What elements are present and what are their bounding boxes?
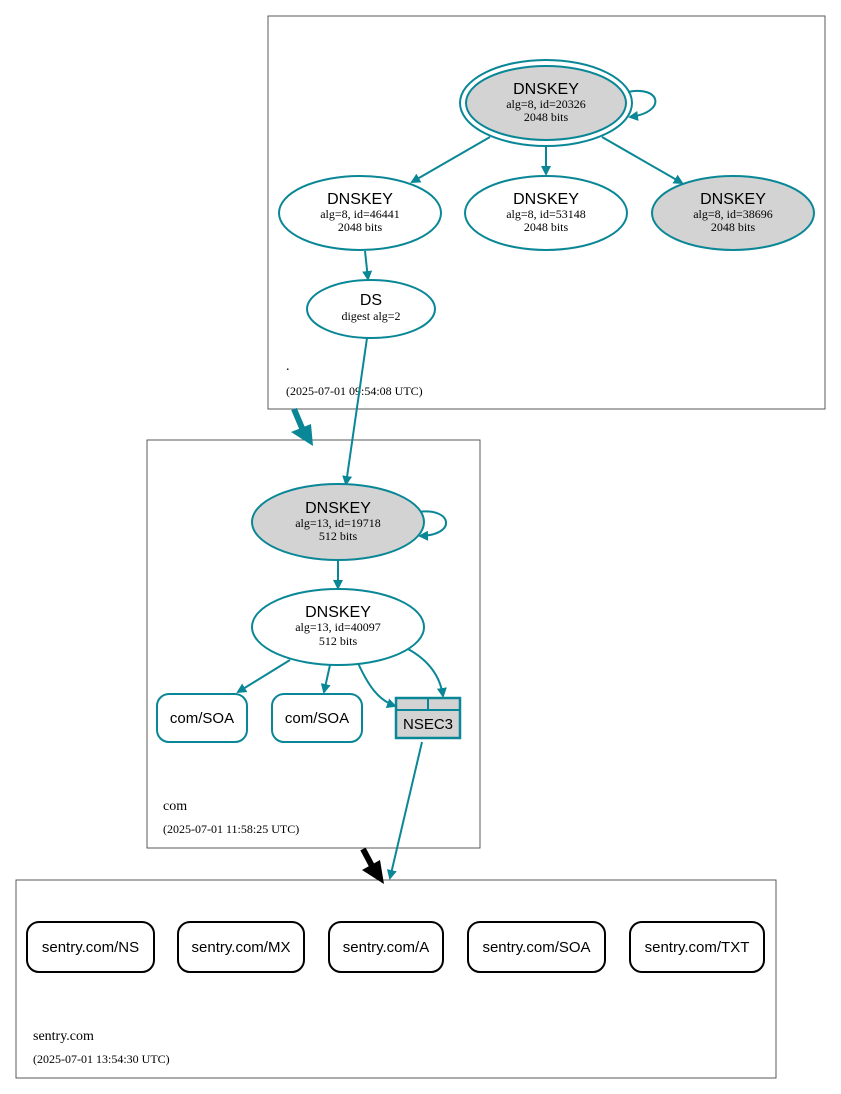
edge-com-ksk-self	[417, 510, 448, 541]
com-ksk-title: DNSKEY	[305, 500, 371, 517]
edge-ksk-self	[627, 89, 657, 121]
root-zsk2-size: 2048 bits	[524, 220, 569, 234]
com-ksk-size: 512 bits	[319, 529, 358, 543]
root-ksk-size: 2048 bits	[524, 110, 569, 124]
root-ds-node[interactable]: DS digest alg=2	[306, 279, 436, 339]
zone-sentry-box	[15, 879, 777, 1079]
root-zsk-38696-node[interactable]: DNSKEY alg=8, id=38696 2048 bits	[651, 175, 815, 251]
root-ds-title: DS	[360, 292, 382, 309]
com-nsec3-node[interactable]: NSEC3	[394, 696, 462, 740]
zone-root-box	[267, 15, 826, 410]
zone-sentry-timestamp: (2025-07-01 13:54:30 UTC)	[33, 1052, 170, 1066]
edge-com-zsk-to-soa1	[236, 659, 291, 694]
zone-sentry-name: sentry.com	[33, 1029, 94, 1044]
sentry-record-txt-label: sentry.com/TXT	[645, 939, 750, 956]
com-edges	[236, 510, 448, 709]
root-zsk3-title: DNSKEY	[700, 191, 766, 208]
root-zsk3-detail: alg=8, id=38696	[693, 207, 773, 221]
edge-ds-to-com-ksk	[342, 337, 368, 486]
root-zsk-46441-node[interactable]: DNSKEY alg=8, id=46441 2048 bits	[278, 175, 442, 251]
edge-com-zsk-to-nsec3-a	[357, 662, 397, 709]
sentry-record-txt[interactable]: sentry.com/TXT	[629, 921, 765, 973]
com-zsk-node[interactable]: DNSKEY alg=13, id=40097 512 bits	[251, 588, 425, 666]
com-soa-label-1: com/SOA	[170, 710, 234, 727]
root-ksk-detail: alg=8, id=20326	[506, 97, 586, 111]
sentry-record-mx-label: sentry.com/MX	[192, 939, 291, 956]
delegation-root-to-com	[291, 407, 313, 446]
sentry-record-a[interactable]: sentry.com/A	[328, 921, 444, 973]
root-zsk-53148-node[interactable]: DNSKEY alg=8, id=53148 2048 bits	[464, 175, 628, 251]
zone-root-timestamp: (2025-07-01 09:54:08 UTC)	[286, 384, 423, 398]
sentry-record-ns-label: sentry.com/NS	[42, 939, 139, 956]
root-edges	[362, 89, 684, 281]
com-zsk-title: DNSKEY	[305, 604, 371, 621]
edge-com-zsk-to-nsec3-b	[407, 648, 447, 698]
edge-nsec3-to-sentry	[386, 741, 423, 880]
sentry-record-soa-label: sentry.com/SOA	[482, 939, 590, 956]
com-soa-node-1[interactable]: com/SOA	[156, 693, 248, 743]
zone-com-name: com	[163, 799, 187, 814]
com-soa-node-2[interactable]: com/SOA	[271, 693, 363, 743]
root-zsk2-detail: alg=8, id=53148	[506, 207, 586, 221]
root-zsk1-title: DNSKEY	[327, 191, 393, 208]
edge-ksk-to-zsk3	[601, 136, 684, 184]
com-ksk-node[interactable]: DNSKEY alg=13, id=19718 512 bits	[251, 483, 425, 561]
root-zsk2-title: DNSKEY	[513, 191, 579, 208]
edge-zsk1-to-ds	[362, 250, 373, 281]
com-nsec3-label: NSEC3	[403, 716, 453, 733]
delegation-com-to-sentry	[360, 847, 384, 884]
sentry-record-ns[interactable]: sentry.com/NS	[26, 921, 155, 973]
sentry-record-mx[interactable]: sentry.com/MX	[177, 921, 305, 973]
edge-com-zsk-to-soa2	[320, 664, 331, 694]
zone-com-box	[146, 439, 481, 849]
com-ksk-detail: alg=13, id=19718	[295, 516, 381, 530]
sentry-record-a-label: sentry.com/A	[343, 939, 429, 956]
root-ksk-title: DNSKEY	[513, 81, 579, 98]
zone-com-timestamp: (2025-07-01 11:58:25 UTC)	[163, 822, 299, 836]
root-zsk1-detail: alg=8, id=46441	[320, 207, 400, 221]
com-zsk-size: 512 bits	[319, 634, 358, 648]
com-zsk-detail: alg=13, id=40097	[295, 620, 381, 634]
edge-ksk-to-zsk1	[410, 136, 491, 183]
root-ksk-node[interactable]: DNSKEY alg=8, id=20326 2048 bits	[459, 59, 633, 147]
sentry-record-soa[interactable]: sentry.com/SOA	[467, 921, 606, 973]
root-zsk1-size: 2048 bits	[338, 220, 383, 234]
root-zsk3-size: 2048 bits	[711, 220, 756, 234]
com-soa-label-2: com/SOA	[285, 710, 349, 727]
zone-root-name: .	[286, 359, 290, 374]
root-ds-detail: digest alg=2	[341, 309, 400, 323]
